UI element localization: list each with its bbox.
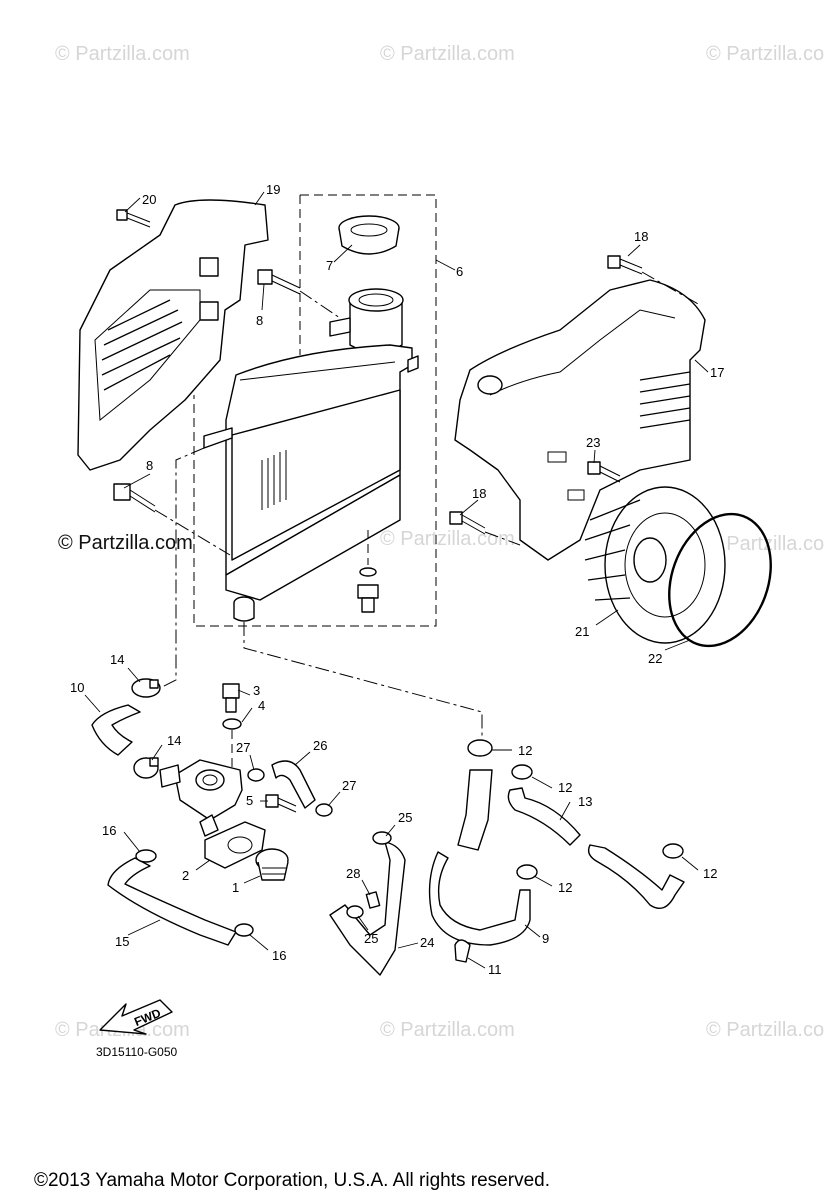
watermark-bottom-center: © Partzilla.com — [380, 1019, 515, 1041]
callout-11: 11 — [488, 962, 502, 977]
callout-19: 19 — [266, 182, 280, 197]
hose-9 — [428, 851, 531, 946]
o-ring — [668, 512, 772, 648]
clip-11 — [454, 939, 471, 963]
route-line-upper — [159, 447, 205, 689]
hose-clamp-14-upper — [131, 678, 161, 698]
hose-13 — [507, 787, 581, 846]
callout-10: 10 — [70, 680, 84, 695]
callout-17: 17 — [710, 365, 724, 380]
bolt-8-upper — [257, 269, 341, 319]
diagram-code: 3D15110-G050 — [96, 1045, 177, 1059]
callout-1: 1 — [232, 880, 239, 895]
watermark-top-center: © Partzilla.com — [380, 43, 515, 65]
callout-28: 28 — [346, 866, 360, 881]
callout-18-upper: 18 — [634, 229, 648, 244]
callout-6: 6 — [456, 264, 463, 279]
callout-16-lower: 16 — [272, 948, 286, 963]
route-line-lower — [243, 622, 483, 740]
callout-7: 7 — [326, 258, 333, 273]
hose-clamp-12-b — [511, 764, 533, 780]
callout-3: 3 — [253, 683, 260, 698]
hose-clamp-27-a — [247, 768, 265, 782]
hose-clamp-12-a — [467, 739, 493, 757]
hose-clamp-12-d — [662, 843, 684, 859]
bolt-5 — [265, 794, 297, 813]
fan-shroud — [454, 279, 706, 561]
callout-8-lower: 8 — [146, 458, 153, 473]
leader-lines — [84, 191, 709, 969]
callout-20: 20 — [142, 192, 156, 207]
callout-21: 21 — [575, 624, 589, 639]
bolt-18-lower — [449, 511, 521, 546]
callout-25-lower: 25 — [364, 931, 378, 946]
hose-clamp-16-lower — [234, 923, 254, 937]
hose-upper-center — [457, 769, 493, 851]
callout-22: 22 — [648, 651, 662, 666]
callout-27-upper: 27 — [236, 740, 250, 755]
callout-9: 9 — [542, 931, 549, 946]
callout-2: 2 — [182, 868, 189, 883]
radiator-cover — [77, 199, 269, 471]
callout-26: 26 — [313, 738, 327, 753]
callout-12-b: 12 — [558, 780, 572, 795]
thermostat-cover-2 — [204, 821, 266, 869]
washer-4 — [222, 718, 242, 730]
hose-10 — [91, 704, 141, 756]
callout-24: 24 — [420, 935, 434, 950]
hose-clamp-12-c — [516, 864, 538, 880]
hose-clamp-16-upper — [135, 849, 157, 863]
bolt-8-lower — [113, 483, 231, 556]
watermark-bottom-right: © Partzilla.com — [706, 1019, 824, 1041]
callout-12-a: 12 — [518, 743, 532, 758]
callout-15: 15 — [115, 934, 129, 949]
callout-27-lower: 27 — [342, 778, 356, 793]
hose-15 — [107, 857, 237, 946]
thermostat-housing — [159, 759, 243, 837]
hose-24 — [329, 841, 406, 976]
radiator-assembly-box — [193, 194, 437, 627]
callout-5: 5 — [246, 793, 253, 808]
callout-23: 23 — [586, 435, 600, 450]
drain-bolt — [357, 530, 379, 613]
bolt-18-upper — [607, 255, 701, 306]
bolt-3 — [222, 683, 240, 713]
callout-4: 4 — [258, 698, 265, 713]
watermark-top-right: © Partzilla.com — [706, 43, 824, 65]
watermark-mid-center: © Partzilla.com — [380, 528, 515, 550]
radiator — [203, 288, 419, 622]
watermark-mid-left: © Partzilla.com — [58, 532, 193, 554]
hose-clamp-25-b — [346, 905, 364, 919]
callout-8-upper: 8 — [256, 313, 263, 328]
callout-13: 13 — [578, 794, 592, 809]
copyright-notice: ©2013 Yamaha Motor Corporation, U.S.A. A… — [34, 1170, 550, 1191]
watermark-top-left: © Partzilla.com — [55, 43, 190, 65]
hose-right — [587, 844, 685, 909]
callout-12-c: 12 — [558, 880, 572, 895]
pin-28 — [365, 891, 381, 909]
hose-clamp-14-lower — [133, 757, 159, 779]
hose-26 — [271, 760, 316, 809]
callout-14-lower: 14 — [167, 733, 181, 748]
hose-clamp-27-b — [315, 803, 333, 817]
callout-12-d: 12 — [703, 866, 717, 881]
watermark-mid-right: © Partzilla.com — [706, 533, 824, 555]
callout-16-upper: 16 — [102, 823, 116, 838]
callout-14-upper: 14 — [110, 652, 124, 667]
callout-18-lower: 18 — [472, 486, 486, 501]
callout-25-upper: 25 — [398, 810, 412, 825]
bolt-20 — [116, 209, 151, 228]
radiator-cap — [338, 215, 400, 255]
thermostat-1 — [255, 848, 289, 881]
cooling-fan — [584, 486, 726, 644]
